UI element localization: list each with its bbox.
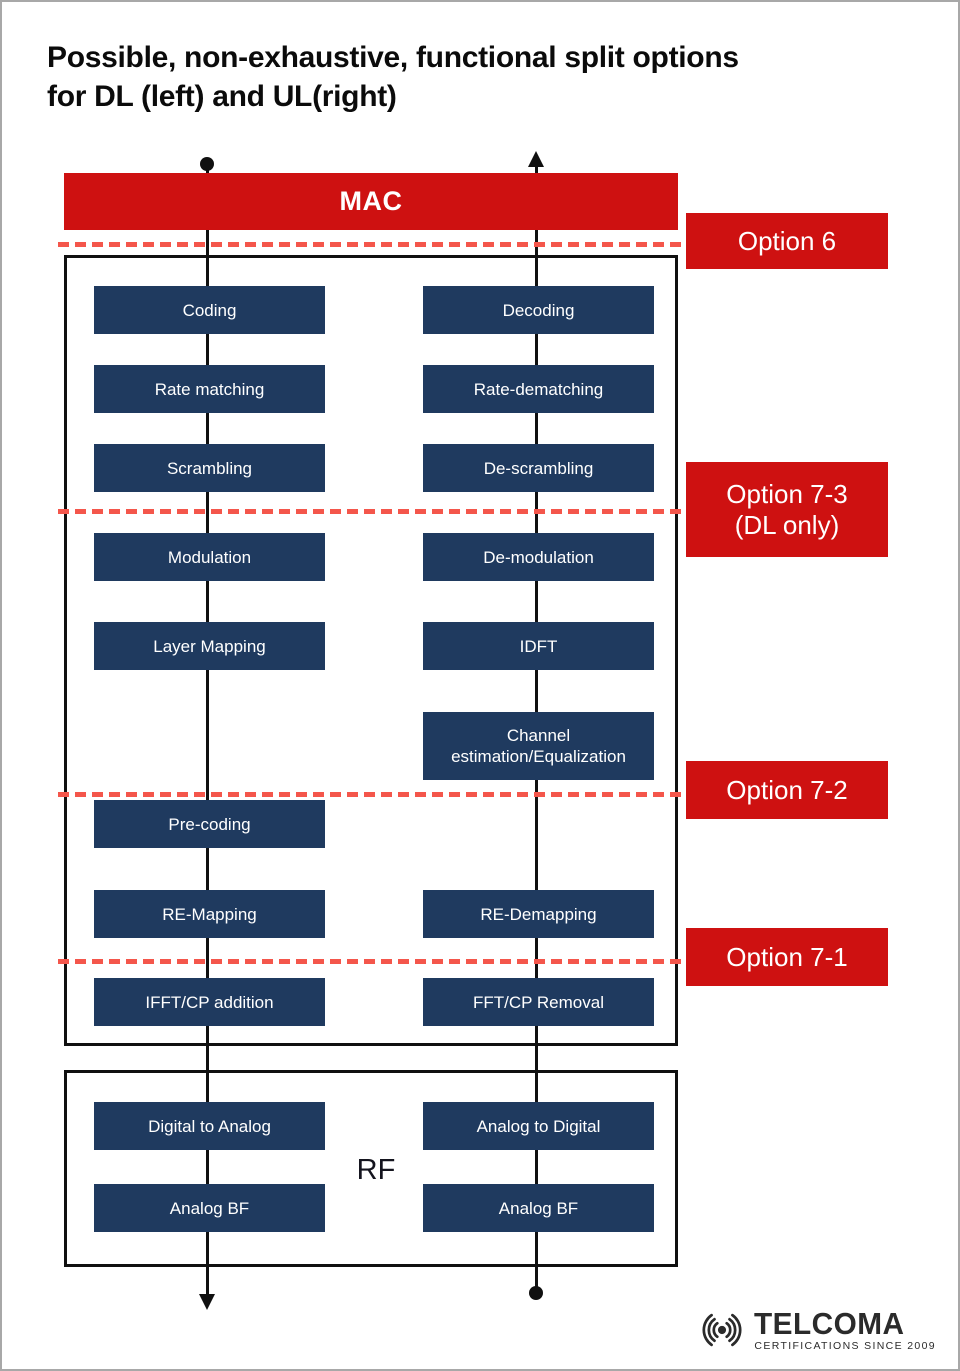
option73-label: Option 7-3: [726, 478, 848, 509]
dl-box-modulation: Modulation: [94, 533, 325, 581]
option73-split-line: [58, 509, 684, 514]
telcoma-logo-text: TELCOMA CERTIFICATIONS SINCE 2009: [754, 1305, 936, 1352]
option6-split-line: [58, 242, 684, 247]
rf-section-label: RF: [356, 1153, 396, 1186]
option73-label-box: Option 7-3 (DL only): [686, 462, 888, 557]
ul-box-rate-dematching: Rate-dematching: [423, 365, 654, 413]
dl-start-dot-icon: [200, 157, 214, 171]
option72-split-line: [58, 792, 684, 797]
rf-box-analog-bf-ul: Analog BF: [423, 1184, 654, 1232]
ul-box-de-scrambling: De-scrambling: [423, 444, 654, 492]
dl-box-coding: Coding: [94, 286, 325, 334]
signal-icon: [693, 1307, 751, 1353]
option72-label: Option 7-2: [726, 774, 848, 805]
dl-flow-line: [206, 164, 209, 1294]
ul-arrow-up-icon: [528, 151, 544, 167]
telcoma-logo: TELCOMA CERTIFICATIONS SINCE 2009: [693, 1307, 936, 1353]
rf-section-box: [64, 1070, 678, 1267]
page-title: Possible, non-exhaustive, functional spl…: [47, 38, 927, 116]
ul-box-channel-estimation: Channel estimation/Equalization: [423, 712, 654, 780]
option72-label-box: Option 7-2: [686, 761, 888, 819]
rf-box-analog-bf-dl: Analog BF: [94, 1184, 325, 1232]
ul-box-fft-cp: FFT/CP Removal: [423, 978, 654, 1026]
mac-block: MAC: [64, 173, 678, 230]
dl-box-scrambling: Scrambling: [94, 444, 325, 492]
dl-box-rate-matching: Rate matching: [94, 365, 325, 413]
option71-label-box: Option 7-1: [686, 928, 888, 986]
page-title-line1: Possible, non-exhaustive, functional spl…: [47, 41, 739, 74]
dl-box-pre-coding: Pre-coding: [94, 800, 325, 848]
dl-box-re-mapping: RE-Mapping: [94, 890, 325, 938]
dl-box-ifft-cp: IFFT/CP addition: [94, 978, 325, 1026]
rf-box-analog-to-digital: Analog to Digital: [423, 1102, 654, 1150]
ul-box-idft: IDFT: [423, 622, 654, 670]
option71-label: Option 7-1: [726, 941, 848, 972]
option71-split-line: [58, 959, 684, 964]
baseband-section-box: [64, 255, 678, 1046]
option73-sublabel: (DL only): [734, 509, 840, 540]
ul-end-dot-icon: [529, 1286, 543, 1300]
ul-box-decoding: Decoding: [423, 286, 654, 334]
option6-label: Option 6: [737, 225, 837, 256]
dl-arrow-down-icon: [199, 1294, 215, 1310]
option6-label-box: Option 6: [686, 213, 888, 269]
dl-box-layer-mapping: Layer Mapping: [94, 622, 325, 670]
ul-box-re-demapping: RE-Demapping: [423, 890, 654, 938]
telcoma-logo-tagline: CERTIFICATIONS SINCE 2009: [754, 1339, 936, 1352]
rf-box-digital-to-analog: Digital to Analog: [94, 1102, 325, 1150]
ul-box-de-modulation: De-modulation: [423, 533, 654, 581]
page-title-line2: for DL (left) and UL(right): [47, 80, 397, 113]
telcoma-logo-name: TELCOMA: [754, 1305, 905, 1341]
